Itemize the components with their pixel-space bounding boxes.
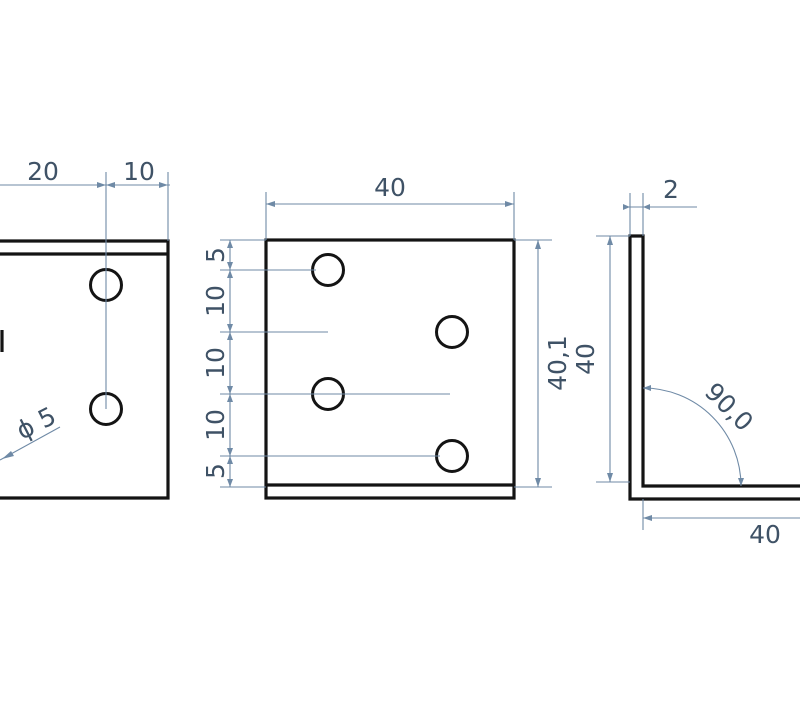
- side-view-height: 40: [571, 343, 600, 375]
- side-view-thickness-arrow-right: [643, 204, 650, 210]
- front-view-side-arrow-4b: [227, 456, 233, 464]
- side-view-angle-arrow-bottom: [738, 478, 744, 486]
- front-view-side-arrow-3b: [227, 394, 233, 402]
- side-view-width-arrow-left: [643, 515, 652, 521]
- side-view-height-arrow-bottom: [607, 473, 613, 482]
- left-view-dim-20: 20: [27, 157, 59, 186]
- left-view-dim-10: 10: [123, 157, 155, 186]
- front-view: 40 40,1 5 10 10 10 5: [201, 173, 572, 500]
- side-view-angle: 90,0: [699, 377, 759, 437]
- front-view-side-dim-10-b: 10: [201, 347, 230, 379]
- front-view-side-arrow-1b: [227, 270, 233, 278]
- front-view-side-arrow-5: [227, 479, 233, 487]
- front-view-side-arrow-0: [227, 240, 233, 248]
- front-view-outline: [264, 238, 516, 500]
- front-view-hole-4: [435, 439, 469, 473]
- front-view-width-arrow-right: [505, 201, 514, 207]
- front-view-side-dim-5-top: 5: [201, 247, 230, 263]
- front-view-height: 40,1: [543, 335, 572, 391]
- side-view-thickness: 2: [663, 175, 679, 204]
- front-view-hole-1: [311, 253, 345, 287]
- front-view-side-arrow-2b: [227, 332, 233, 340]
- side-view-width: 40: [749, 520, 781, 549]
- left-view-hole-diameter: ϕ 5: [12, 401, 61, 445]
- side-view-angle-arc: [642, 387, 742, 487]
- left-view-diameter-arrow: [2, 451, 14, 459]
- side-view-thickness-arrow-left: [623, 204, 630, 210]
- front-view-width: 40: [374, 173, 406, 202]
- left-view-arrow-10-right: [159, 182, 168, 188]
- front-view-side-arrow-3a: [227, 386, 233, 394]
- left-view-outline: [0, 239, 170, 500]
- left-view-arrow-10-left: [106, 182, 115, 188]
- front-view-side-arrow-4a: [227, 448, 233, 456]
- front-view-side-arrow-1a: [227, 262, 233, 270]
- side-view-outline: [628, 234, 800, 501]
- front-view-height-arrow-top: [535, 240, 541, 249]
- left-view: 20 10 ϕ 5: [0, 157, 170, 500]
- front-view-side-dim-10-a: 10: [201, 285, 230, 317]
- front-view-hole-2: [435, 315, 469, 349]
- front-view-side-dim-5-bottom: 5: [201, 463, 230, 479]
- front-view-side-arrow-2a: [227, 324, 233, 332]
- front-view-height-arrow-bottom: [535, 478, 541, 487]
- front-view-side-dim-10-c: 10: [201, 409, 230, 441]
- side-view-angle-arrow-top: [643, 385, 651, 391]
- side-view-height-arrow-top: [607, 236, 613, 245]
- front-view-width-arrow-left: [266, 201, 275, 207]
- left-view-arrow-20: [97, 182, 106, 188]
- side-view: 2 40 40 90,0: [571, 175, 800, 549]
